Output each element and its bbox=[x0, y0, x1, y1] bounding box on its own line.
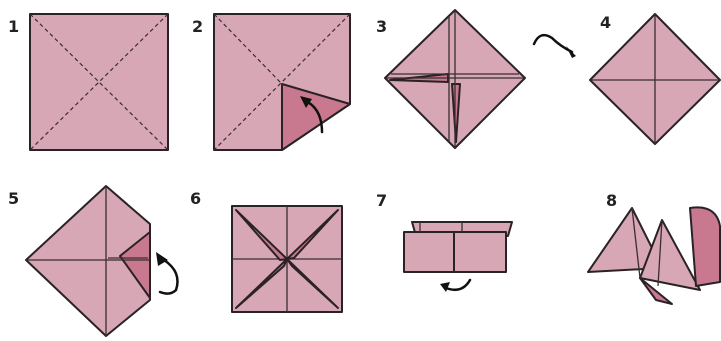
step-4-number: 4 bbox=[600, 13, 611, 32]
step-5-fold-arrow-icon bbox=[160, 260, 178, 294]
step-3: 3 bbox=[376, 10, 525, 148]
step-5-number: 5 bbox=[8, 189, 19, 208]
step-4: 4 bbox=[590, 13, 720, 144]
step-7-number: 7 bbox=[376, 191, 387, 210]
step-1-number: 1 bbox=[8, 17, 19, 36]
step-2-number: 2 bbox=[192, 17, 203, 36]
step-6: 6 bbox=[190, 189, 342, 312]
step-8-number: 8 bbox=[606, 191, 617, 210]
step-7-right-pocket bbox=[454, 232, 506, 272]
step-7-left-pocket bbox=[404, 232, 456, 272]
step-2: 2 bbox=[192, 14, 350, 150]
step-1: 1 bbox=[8, 14, 168, 150]
flip-arrow bbox=[534, 35, 576, 58]
step-8: 8 bbox=[588, 191, 720, 304]
step-6-number: 6 bbox=[190, 189, 201, 208]
flip-arrow-head-icon bbox=[566, 46, 576, 58]
flip-arrow-icon bbox=[534, 35, 572, 52]
step-3-number: 3 bbox=[376, 17, 387, 36]
step-5-arrow-head-icon bbox=[156, 252, 168, 266]
step-7-push-arrow-icon bbox=[446, 280, 470, 290]
step-8-peak-3 bbox=[690, 207, 720, 286]
step-5: 5 bbox=[8, 186, 178, 336]
step-7: 7 bbox=[376, 191, 512, 292]
step-7-arrow-head-icon bbox=[440, 282, 450, 292]
